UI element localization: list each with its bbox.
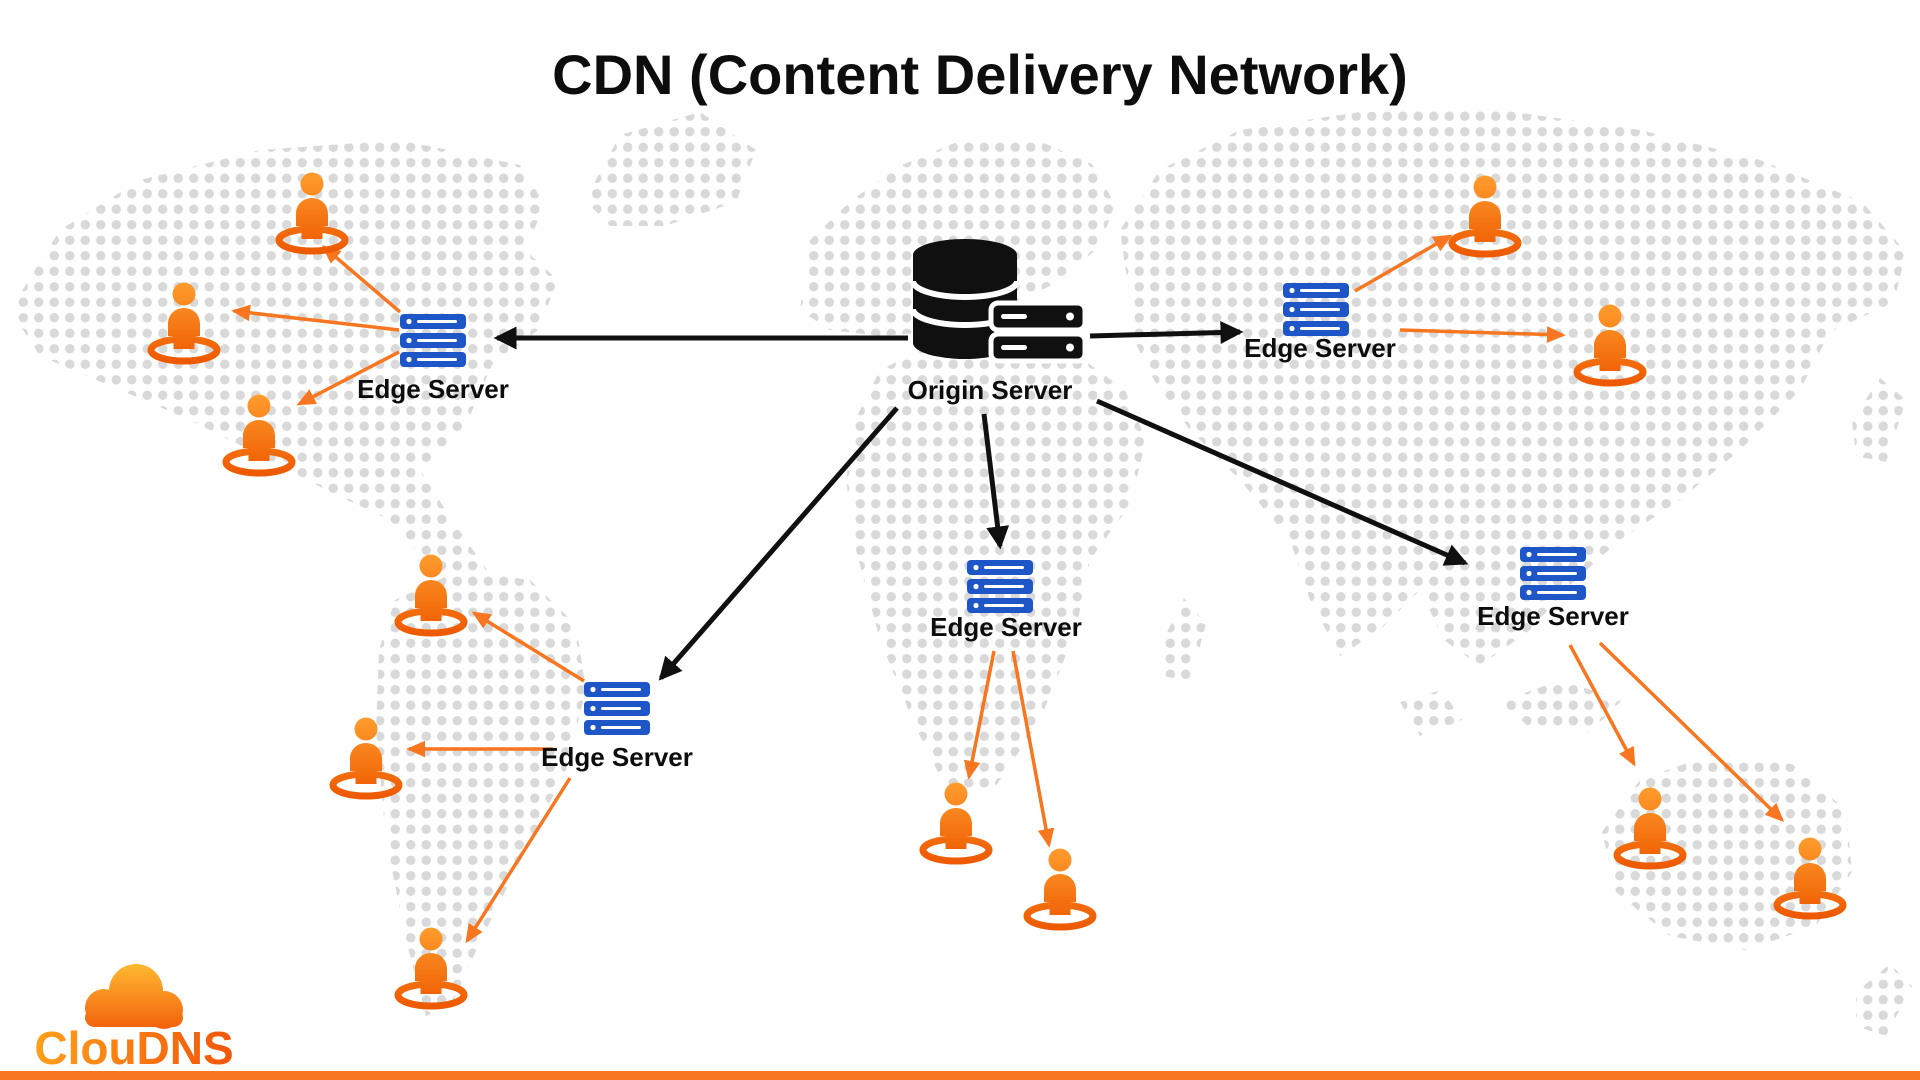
map-region-north-america (10, 140, 558, 596)
arrow-origin-to-edge-southwest (658, 406, 899, 681)
edge-server-east-icon (1283, 283, 1349, 336)
map-region-australia (1602, 754, 1852, 950)
arrow-edge-south-center-to-user-9 (963, 650, 996, 780)
origin-server-icon (910, 239, 1088, 364)
arrow-edge-southeast-to-user-11 (1568, 644, 1636, 767)
map-region-europe (800, 138, 1116, 336)
edge-server-west-icon (400, 314, 466, 367)
user-icon-10 (1027, 849, 1093, 928)
diagram-title: CDN (Content Delivery Network) (552, 43, 1408, 106)
arrow-edge-west-to-user-3 (296, 350, 400, 406)
arrow-edge-south-center-to-user-10 (1011, 650, 1055, 848)
arrow-edge-east-to-user-5 (1399, 326, 1566, 343)
arrow-edge-east-to-user-4 (1354, 234, 1453, 293)
arrow-edge-southwest-to-user-6 (471, 611, 585, 683)
edge-server-west-label: Edge Server (357, 374, 509, 404)
arrow-edge-west-to-user-1 (321, 245, 402, 314)
arrow-origin-to-edge-southeast (1095, 398, 1469, 566)
map-region-indonesia (1500, 680, 1622, 732)
arrow-edge-west-to-user-2 (231, 304, 400, 332)
map-region-new-zealand (1856, 964, 1912, 1036)
cloudns-logo-text: ClouDNS (34, 1022, 233, 1074)
arrow-edge-southwest-to-user-8 (465, 777, 572, 944)
edge-server-east-label: Edge Server (1244, 333, 1396, 363)
edge-server-south-center-label: Edge Server (930, 612, 1082, 642)
map-region-japan (1852, 378, 1906, 462)
edge-servers: Edge Server Edge Server Edge Server Edge… (357, 283, 1629, 772)
map-region-greenland (585, 112, 756, 226)
origin-server: Origin Server (908, 239, 1088, 405)
edge-server-southeast-label: Edge Server (1477, 601, 1629, 631)
map-region-madagascar (1162, 598, 1206, 682)
edge-server-southwest-icon (584, 682, 650, 735)
cloudns-logo: ClouDNS (34, 964, 234, 1074)
arrow-origin-to-edge-east (1089, 321, 1244, 345)
cloudns-cloud-icon (85, 964, 183, 1029)
map-region-malaysia (1400, 690, 1462, 736)
edge-server-south-center-icon (967, 560, 1033, 613)
user-icon-9 (923, 783, 989, 862)
map-region-south-america (376, 570, 586, 1016)
bottom-accent-bar (0, 1071, 1920, 1080)
edge-server-southwest-label: Edge Server (541, 742, 693, 772)
arrow-origin-to-edge-south-center (981, 413, 1010, 550)
origin-rack-icon (988, 300, 1088, 364)
arrow-edge-southeast-to-user-12 (1598, 641, 1785, 822)
map-region-asia (1120, 110, 1906, 666)
edge-server-southeast-icon (1520, 547, 1586, 600)
origin-server-label: Origin Server (908, 375, 1073, 405)
arrows-origin-to-edges (493, 321, 1469, 681)
arrows-edges-to-users (231, 234, 1785, 944)
